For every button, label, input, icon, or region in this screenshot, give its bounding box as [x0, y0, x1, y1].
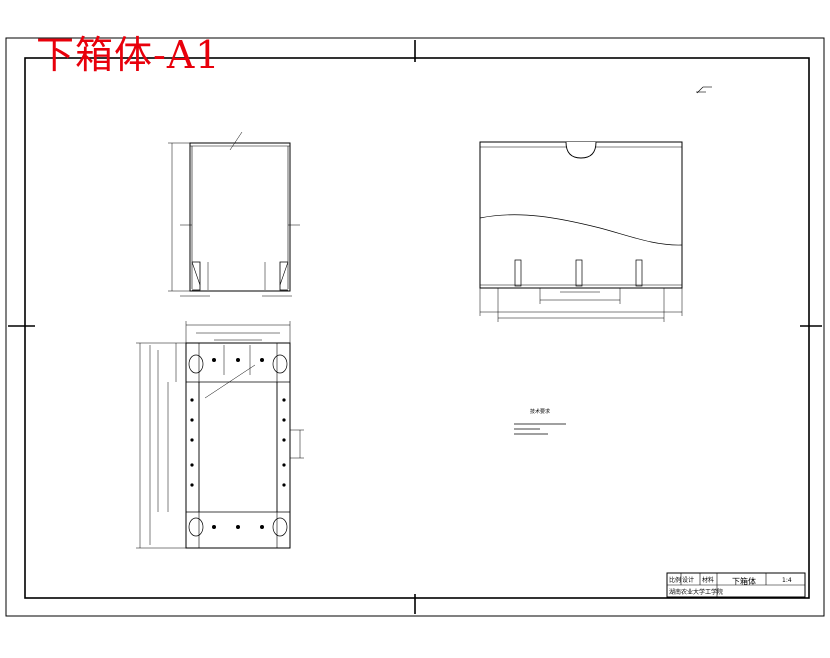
- title-block-scale: 1:4: [782, 577, 792, 584]
- title-block-institution: 湖南农业大学工学院: [669, 588, 723, 596]
- side-view: [479, 141, 683, 322]
- technical-notes: 技术要求: [514, 408, 566, 435]
- title-block-designer: 设计: [682, 576, 694, 584]
- sheet-frame: [5, 37, 825, 617]
- notes-heading: 技术要求: [530, 408, 550, 415]
- top-view: [136, 321, 304, 549]
- title-block-part-name: 下箱体: [732, 576, 756, 586]
- roughness-note: [696, 86, 712, 94]
- title-block: 设计 材料 比例 下箱体 1:4 湖南农业大学工学院: [666, 572, 806, 598]
- front-section-view: [168, 131, 300, 297]
- title-block-scale-label: 比例: [669, 576, 681, 584]
- drawing-title: 下箱体-A1: [36, 33, 221, 77]
- title-block-material: 材料: [702, 576, 714, 584]
